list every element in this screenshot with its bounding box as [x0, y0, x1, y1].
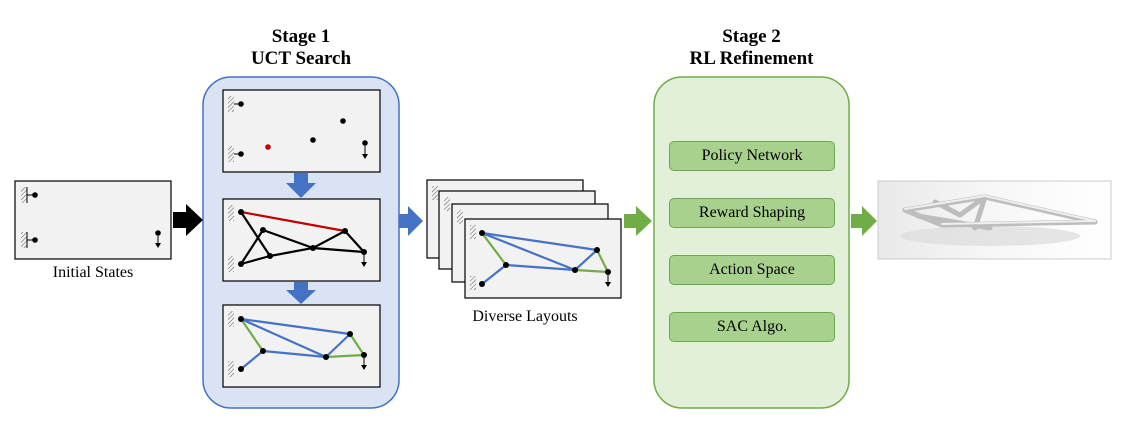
- initial-states-caption: Initial States: [52, 264, 134, 281]
- stage2-title: Stage 2 RL Refinement: [654, 26, 849, 70]
- stage1-title-line2: UCT Search: [250, 48, 352, 69]
- support-icon: [470, 276, 476, 290]
- support-icon: [470, 225, 476, 239]
- initial-state-panel: [14, 180, 172, 260]
- green-right-arrow: [851, 206, 877, 236]
- action-space-box: Action Space: [669, 255, 835, 285]
- uct-panel-nodes: [222, 89, 381, 173]
- support-icon: [228, 146, 234, 162]
- support-icon: [21, 187, 27, 203]
- green-right-arrow: [624, 206, 652, 236]
- support-icon: [228, 311, 234, 327]
- support-icon: [228, 96, 234, 112]
- support-icon: [21, 232, 27, 248]
- rendered-truss-image: [877, 180, 1112, 260]
- uct-panel-result: [222, 304, 381, 388]
- support-icon: [228, 361, 234, 377]
- blue-down-arrow: [286, 282, 316, 304]
- support-icon: [228, 205, 234, 221]
- diverse-layouts-stack: [426, 179, 622, 299]
- stage2-title-line2: RL Refinement: [689, 48, 814, 69]
- policy-network-box: Policy Network: [669, 141, 835, 171]
- stage2-container: [653, 76, 850, 409]
- sac-algo-box: SAC Algo.: [669, 312, 835, 342]
- blue-right-arrow: [399, 206, 423, 236]
- reward-shaping-box: Reward Shaping: [669, 198, 835, 228]
- uct-panel-search: [222, 198, 381, 282]
- blue-down-arrow: [286, 173, 316, 198]
- support-icon: [457, 210, 463, 224]
- stage1-title-line1: Stage 1: [271, 26, 331, 47]
- black-arrow: [173, 204, 203, 236]
- stage2-title-line1: Stage 2: [722, 26, 781, 47]
- diverse-layouts-caption: Diverse Layouts: [472, 308, 578, 325]
- stage1-title: Stage 1 UCT Search: [203, 26, 399, 70]
- support-icon: [444, 197, 450, 211]
- support-icon: [432, 186, 438, 200]
- support-icon: [228, 256, 234, 272]
